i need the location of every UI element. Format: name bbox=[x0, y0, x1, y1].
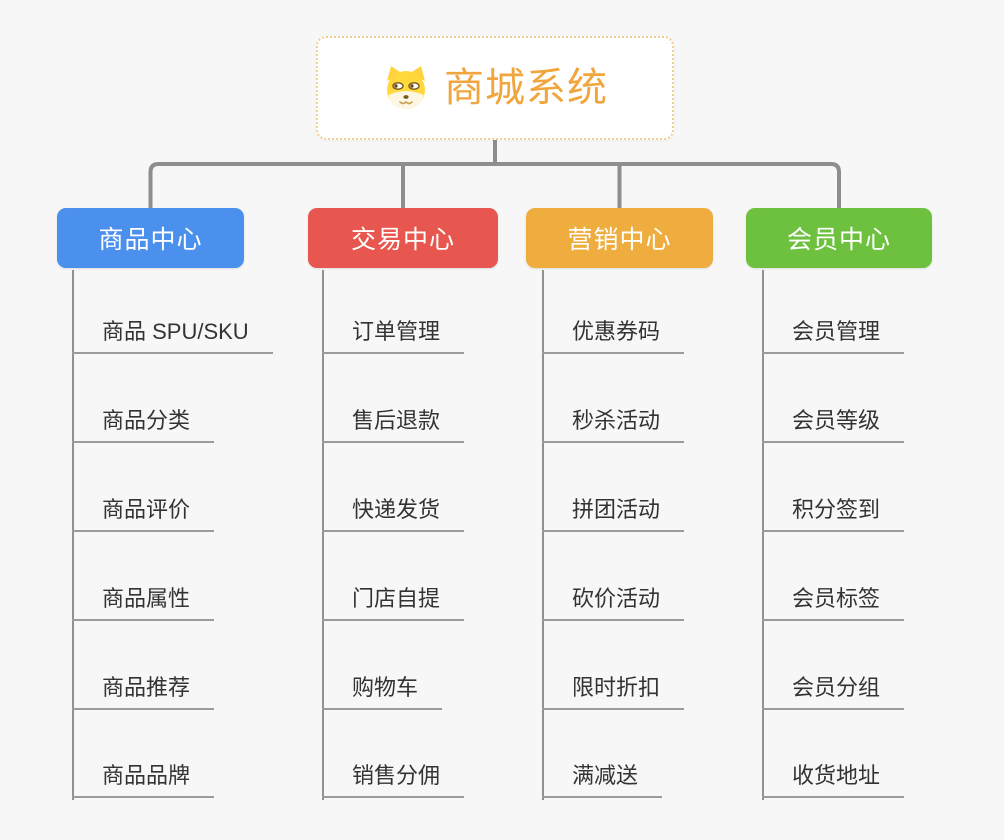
branch-node-trade-center[interactable]: 交易中心 bbox=[308, 208, 498, 268]
leaf-item[interactable]: 积分签到 bbox=[762, 490, 905, 532]
leaf-item[interactable]: 秒杀活动 bbox=[542, 401, 685, 443]
branch-node-product-center[interactable]: 商品中心 bbox=[57, 208, 244, 268]
leaf-item[interactable]: 商品评价 bbox=[72, 490, 215, 532]
branch-stem-line bbox=[762, 270, 764, 800]
root-node[interactable]: 商城系统 bbox=[316, 36, 674, 140]
branch-stem-line bbox=[322, 270, 324, 800]
leaf-item[interactable]: 限时折扣 bbox=[542, 668, 685, 710]
leaf-item[interactable]: 会员分组 bbox=[762, 668, 905, 710]
leaf-item[interactable]: 商品 SPU/SKU bbox=[72, 312, 273, 354]
leaf-item[interactable]: 销售分佣 bbox=[322, 756, 465, 798]
branch-children-trade-center: 订单管理 售后退款 快递发货 门店自提 购物车 销售分佣 bbox=[322, 270, 562, 800]
branch-stem-line bbox=[72, 270, 74, 800]
branch-children-product-center: 商品 SPU/SKU 商品分类 商品评价 商品属性 商品推荐 商品品牌 bbox=[72, 270, 312, 800]
branch-stem-line bbox=[542, 270, 544, 800]
leaf-item[interactable]: 商品品牌 bbox=[72, 756, 215, 798]
leaf-item[interactable]: 商品推荐 bbox=[72, 668, 215, 710]
leaf-item[interactable]: 拼团活动 bbox=[542, 490, 685, 532]
dog-face-icon bbox=[387, 66, 425, 109]
leaf-item[interactable]: 商品属性 bbox=[72, 579, 215, 621]
branch-node-marketing-center[interactable]: 营销中心 bbox=[526, 208, 713, 268]
leaf-item[interactable]: 优惠券码 bbox=[542, 312, 685, 354]
leaf-item[interactable]: 满减送 bbox=[542, 756, 663, 798]
leaf-item[interactable]: 会员标签 bbox=[762, 579, 905, 621]
leaf-item[interactable]: 快递发货 bbox=[322, 490, 465, 532]
leaf-item[interactable]: 门店自提 bbox=[322, 579, 465, 621]
leaf-item[interactable]: 收货地址 bbox=[762, 756, 905, 798]
leaf-item[interactable]: 订单管理 bbox=[322, 312, 465, 354]
leaf-item[interactable]: 砍价活动 bbox=[542, 579, 685, 621]
leaf-item[interactable]: 购物车 bbox=[322, 668, 443, 710]
branch-node-member-center[interactable]: 会员中心 bbox=[746, 208, 932, 268]
branch-children-marketing-center: 优惠券码 秒杀活动 拼团活动 砍价活动 限时折扣 满减送 bbox=[542, 270, 782, 800]
leaf-item[interactable]: 会员等级 bbox=[762, 401, 905, 443]
branch-children-member-center: 会员管理 会员等级 积分签到 会员标签 会员分组 收货地址 bbox=[762, 270, 1002, 800]
leaf-item[interactable]: 会员管理 bbox=[762, 312, 905, 354]
leaf-item[interactable]: 商品分类 bbox=[72, 401, 215, 443]
leaf-item[interactable]: 售后退款 bbox=[322, 401, 465, 443]
root-label: 商城系统 bbox=[444, 66, 608, 110]
